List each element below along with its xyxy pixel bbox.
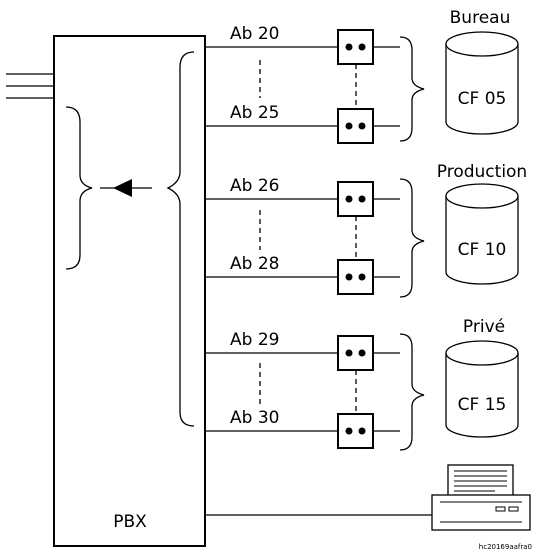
connection-box	[337, 29, 374, 65]
group-bracket	[399, 36, 425, 142]
connection-box	[337, 259, 374, 295]
connection-box	[337, 181, 374, 217]
group-name: Production	[437, 162, 527, 182]
group-name: Bureau	[450, 8, 511, 28]
trunk-lines	[6, 73, 54, 99]
output-bracket	[166, 51, 195, 427]
image-code: hc20169aafra0	[479, 543, 532, 551]
conference-drum	[445, 183, 519, 285]
switch-arrow-icon	[113, 179, 132, 197]
pbx-box	[53, 35, 206, 547]
group-prive: Ab 29 Ab 30 Privé CF 15	[205, 317, 519, 451]
line-label: Ab 29	[230, 330, 279, 350]
connection-box	[337, 335, 374, 371]
connection-box	[337, 413, 374, 449]
conference-drum	[445, 31, 519, 135]
line-label: Ab 26	[230, 176, 279, 196]
line-label: Ab 25	[230, 103, 279, 123]
conference-label: CF 15	[458, 395, 507, 415]
conference-label: CF 05	[458, 89, 507, 109]
group-name: Privé	[463, 317, 505, 337]
group-production: Ab 26 Ab 28 Production CF 10	[205, 162, 527, 298]
pbx-label: PBX	[113, 512, 147, 532]
line-label: Ab 20	[230, 24, 279, 44]
conference-label: CF 10	[458, 240, 507, 260]
input-bracket	[65, 106, 93, 270]
printer-icon	[431, 464, 531, 531]
group-bureau: Ab 20 Ab 25 Bureau CF 05	[205, 8, 519, 144]
line-label: Ab 28	[230, 254, 279, 274]
group-bracket	[399, 178, 425, 298]
conference-drum	[445, 340, 519, 438]
line-label: Ab 30	[230, 408, 279, 428]
group-bracket	[399, 333, 425, 451]
connection-box	[337, 108, 374, 144]
